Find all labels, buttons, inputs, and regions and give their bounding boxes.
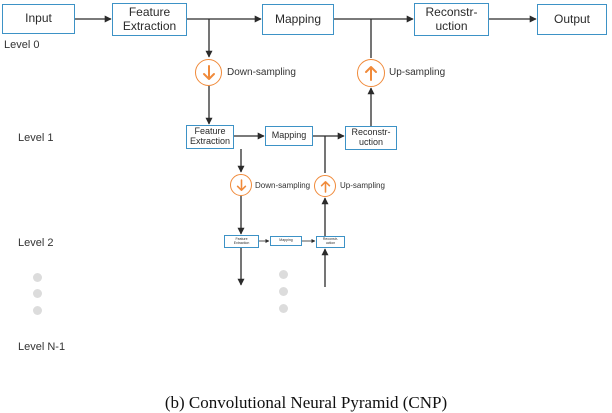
down-sampling-label-level0: Down-sampling — [227, 67, 296, 78]
feature-extraction-box-level0: Feature Extraction — [112, 3, 187, 36]
reconstruction-box-level2: Reconstr- uction — [316, 236, 345, 248]
level-label-1: Level 1 — [18, 132, 54, 144]
mapping-l1-label: Mapping — [271, 130, 307, 141]
reconstruction-box-level1: Reconstr- uction — [345, 126, 397, 150]
ellipsis-dot — [33, 306, 42, 315]
reconstruction-l1-line2: uction — [358, 137, 384, 147]
feature-extraction-label-line2: Extraction — [122, 18, 177, 33]
reconstruction-label-line2: uction — [435, 18, 468, 33]
reconstruction-box-level0: Reconstr- uction — [414, 3, 489, 36]
reconstruction-label-line1: Reconstr- — [425, 5, 478, 20]
ellipsis-dot — [279, 287, 288, 296]
reconstruction-l2-line1: Reconstr- — [322, 237, 339, 242]
ellipsis-dot — [279, 304, 288, 313]
down-sampling-circle-level1 — [230, 174, 252, 196]
ellipsis-dot — [279, 270, 288, 279]
feature-extraction-l1-line2: Extraction — [189, 136, 231, 146]
mapping-box-level0: Mapping — [262, 4, 334, 35]
output-label: Output — [553, 11, 591, 26]
feature-extraction-l2-line1: Feature — [235, 236, 248, 241]
reconstruction-l1-line1: Reconstr- — [351, 127, 391, 138]
up-sampling-circle-level0 — [357, 59, 385, 87]
level-label-n-1: Level N-1 — [18, 341, 66, 353]
level-label-0: Level 0 — [4, 39, 40, 51]
up-sampling-circle-level1 — [314, 175, 336, 197]
arrow-down-icon — [236, 178, 246, 191]
reconstruction-l2-line2: uction — [325, 241, 336, 245]
mapping-box-level2: Mapping — [270, 236, 302, 246]
feature-extraction-l2-line2: Extraction — [233, 240, 250, 245]
mapping-box-level1: Mapping — [265, 126, 313, 146]
feature-extraction-l1-line1: Feature — [194, 126, 226, 137]
mapping-label: Mapping — [274, 11, 322, 26]
feature-extraction-label-line1: Feature — [128, 5, 171, 20]
down-sampling-label-level1: Down-sampling — [255, 181, 311, 190]
mapping-l2-label: Mapping — [279, 238, 293, 243]
arrow-up-icon — [320, 180, 330, 193]
up-sampling-label-level0: Up-sampling — [389, 67, 446, 78]
input-box: Input — [2, 4, 75, 34]
level-label-2: Level 2 — [18, 237, 54, 249]
feature-extraction-box-level1: Feature Extraction — [186, 125, 234, 149]
input-label: Input — [25, 11, 52, 26]
output-box: Output — [537, 4, 607, 35]
ellipsis-dot — [33, 273, 42, 282]
ellipsis-dot — [33, 289, 42, 298]
arrow-up-icon — [365, 66, 377, 81]
figure-caption: (b) Convolutional Neural Pyramid (CNP) — [164, 393, 448, 412]
arrow-down-icon — [202, 64, 215, 80]
down-sampling-circle-level0 — [195, 59, 222, 86]
up-sampling-label-level1: Up-sampling — [340, 181, 385, 190]
feature-extraction-box-level2: Feature Extraction — [224, 235, 259, 248]
